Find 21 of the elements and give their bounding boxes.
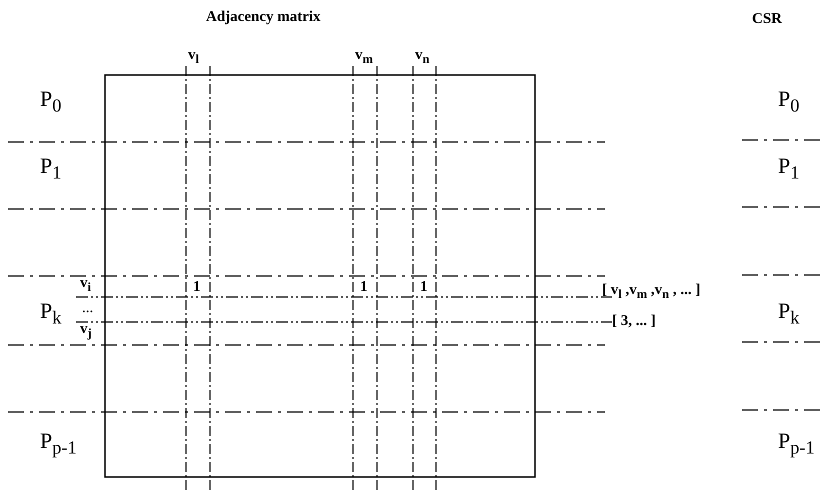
row-label: P$_{k}$	[778, 300, 800, 327]
row-label: v$_{i}$	[80, 276, 91, 294]
column-label: v$_{n}$	[415, 48, 430, 66]
matrix-entry: 1	[420, 280, 428, 295]
csr-array: [ 3, ... ]	[612, 314, 656, 329]
row-label: P$_{0}$	[778, 88, 800, 115]
heading: CSR	[752, 12, 782, 27]
row-label: v$_{j}$	[80, 322, 92, 340]
row-label: P$_{p-1}$	[40, 430, 77, 457]
csr-array: [ v$_{l}$ ,v$_{m}$ ,v$_{n}$ , ... ]	[602, 283, 700, 300]
row-label: P$_{p-1}$	[778, 430, 815, 457]
column-label: v$_{l}$	[188, 48, 199, 66]
row-label: P$_{1}$	[778, 155, 800, 182]
ellipsis: ...	[82, 301, 94, 316]
matrix-entry: 1	[360, 280, 368, 295]
row-label: P$_{0}$	[40, 88, 62, 115]
matrix-entry: 1	[193, 280, 200, 295]
row-label: P$_{1}$	[40, 155, 62, 182]
column-label: v$_{m}$	[355, 48, 373, 66]
row-label: P$_{k}$	[40, 300, 62, 327]
heading: Adjacency matrix	[206, 10, 321, 25]
